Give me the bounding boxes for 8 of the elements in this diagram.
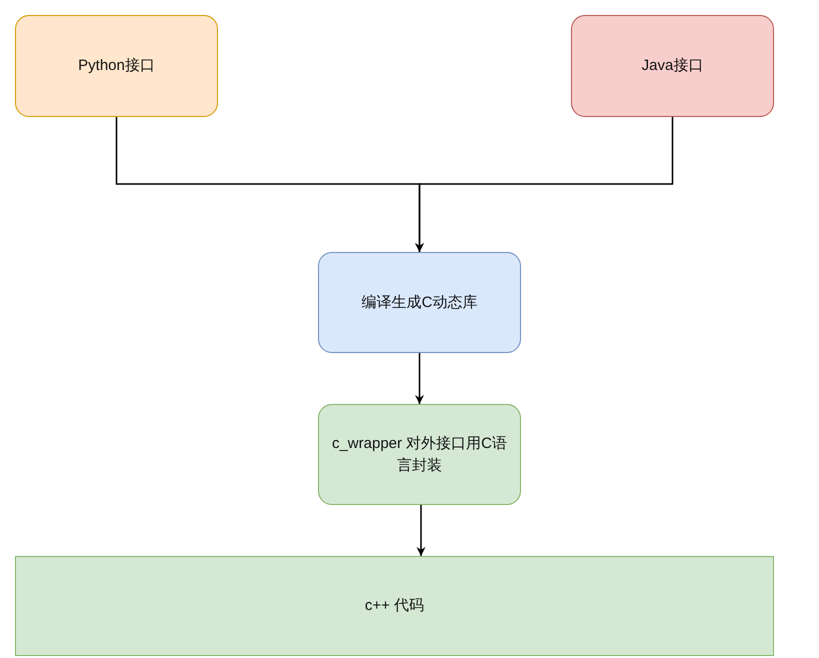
interface-box: Java接口 [571, 15, 774, 117]
arrow [416, 505, 426, 556]
code-box: c++ 代码 [15, 556, 774, 656]
arrow [415, 353, 424, 404]
interface-box: Python接口 [15, 15, 218, 117]
process-box: c_wrapper 对外接口用C语言封装 [318, 404, 521, 505]
process-box: 编译生成C动态库 [318, 252, 521, 353]
arrow [415, 117, 674, 252]
